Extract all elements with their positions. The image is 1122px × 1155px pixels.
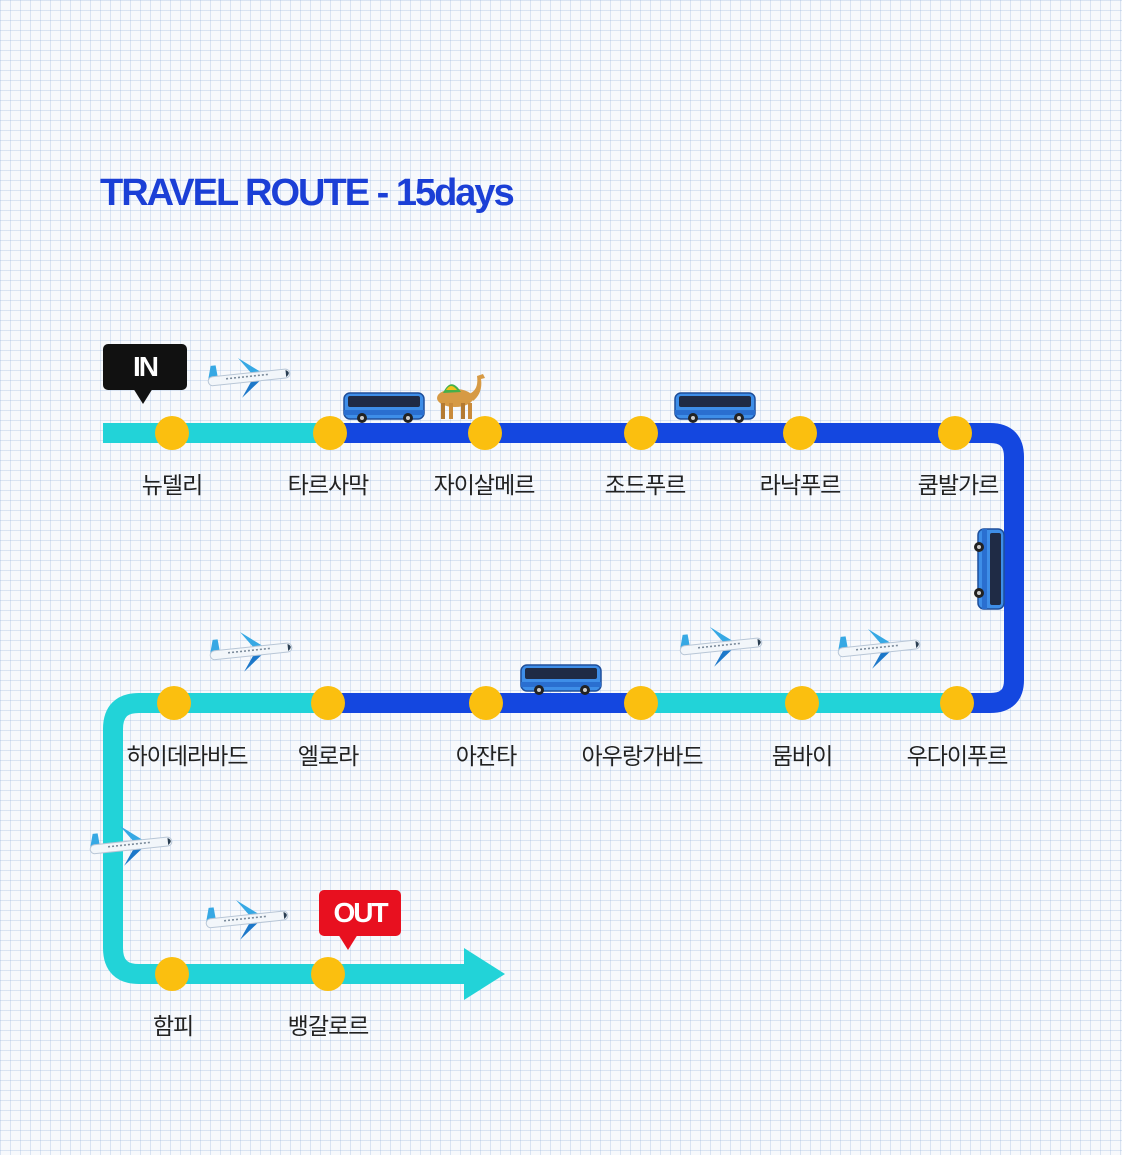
- stop-marker: [624, 416, 658, 450]
- out-tag: OUT: [319, 890, 401, 950]
- stop-marker: [155, 957, 189, 991]
- stop-marker: [155, 416, 189, 450]
- airplane-icon: [677, 620, 765, 671]
- stop-label: 타르사막: [287, 473, 370, 499]
- stop-marker: [624, 686, 658, 720]
- stop-label: 아잔타: [455, 744, 517, 770]
- stop-label: 엘로라: [297, 744, 359, 770]
- camel-icon: [437, 374, 485, 419]
- airplane-icon: [203, 893, 291, 944]
- stop-marker: [938, 416, 972, 450]
- stop-marker: [785, 686, 819, 720]
- segment-bus-1: [330, 423, 1024, 713]
- stop-marker: [469, 686, 503, 720]
- stop-label: 뱅갈로르: [287, 1014, 370, 1040]
- airplane-icon: [207, 625, 295, 676]
- stop-label: 뭄바이: [771, 744, 833, 770]
- arrow-icon: [464, 948, 505, 1000]
- page-title: TRAVEL ROUTE - 15days: [100, 172, 515, 214]
- stop-label: 자이살메르: [433, 473, 536, 499]
- stop-label: 라낙푸르: [759, 473, 842, 499]
- bus-icon: [674, 392, 756, 424]
- stop-marker: [468, 416, 502, 450]
- stop-label: 뉴델리: [141, 473, 203, 499]
- airplane-icon: [205, 351, 293, 402]
- airplane-icon: [835, 622, 923, 673]
- bus-icon: [343, 392, 425, 424]
- in-tag: IN: [103, 344, 187, 404]
- stop-marker: [311, 686, 345, 720]
- airplane-icon: [87, 819, 175, 870]
- stop-marker: [940, 686, 974, 720]
- stop-label: 아우랑가바드: [581, 744, 704, 770]
- stop-label: 쿰발가르: [917, 473, 1000, 499]
- stop-marker: [311, 957, 345, 991]
- bus-icon: [973, 528, 1005, 610]
- stop-label: 우다이푸르: [906, 744, 1009, 770]
- stop-label: 함피: [152, 1014, 194, 1040]
- stop-label: 하이데라바드: [126, 744, 249, 770]
- bus-icon: [520, 664, 602, 696]
- stop-marker: [157, 686, 191, 720]
- stop-marker: [313, 416, 347, 450]
- stop-label: 조드푸르: [604, 473, 687, 499]
- segment-flight-3: [103, 693, 470, 984]
- stop-marker: [783, 416, 817, 450]
